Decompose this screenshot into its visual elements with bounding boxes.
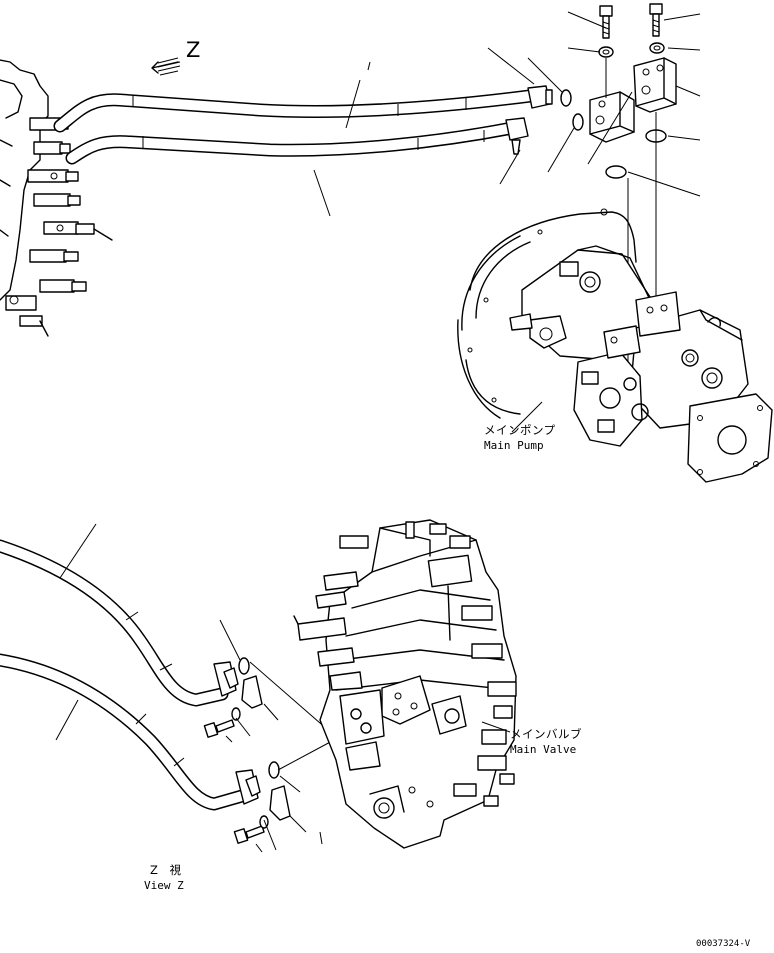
hose-flange-fitting-lower xyxy=(505,117,529,155)
main-pump-label-jp: メインポンプ xyxy=(484,423,556,437)
hose-top-upper xyxy=(53,89,537,133)
bolt xyxy=(649,3,663,37)
o-ring xyxy=(605,165,627,179)
o-ring xyxy=(268,761,280,779)
drawing-number: 00037324-V xyxy=(696,939,751,949)
main-valve-label-jp: メインバルブ xyxy=(510,727,582,741)
split-flange-right xyxy=(633,57,677,113)
view-z-label-jp: Z 視 xyxy=(150,863,186,877)
view-z-arrow-letter: Z xyxy=(186,38,201,62)
bolt xyxy=(233,825,265,844)
hose-flange-fitting-upper xyxy=(527,85,553,109)
view-z-arrow xyxy=(151,57,181,76)
main-pump-leader xyxy=(511,401,543,433)
split-flange-left xyxy=(589,91,635,143)
o-ring xyxy=(572,113,584,131)
o-ring xyxy=(560,89,572,107)
split-flange xyxy=(241,675,263,709)
view-z-label-en: View Z xyxy=(144,879,184,892)
hose-bottom-upper xyxy=(0,539,229,707)
washer xyxy=(653,45,661,51)
hose-flange-fitting-bottom-upper xyxy=(213,661,239,697)
main-valve-leader xyxy=(481,721,511,733)
washer xyxy=(598,46,614,58)
bolt xyxy=(203,719,235,738)
main-valve-label-en: Main Valve xyxy=(510,743,577,756)
split-flange xyxy=(269,785,291,821)
washer xyxy=(231,707,241,721)
bolt xyxy=(599,5,613,39)
hose-bottom-lower xyxy=(0,653,249,811)
washer xyxy=(649,42,665,54)
hose-top-lower xyxy=(65,121,519,165)
o-ring xyxy=(238,657,250,675)
main-valve xyxy=(293,519,517,849)
washer xyxy=(602,49,610,55)
main-pump xyxy=(457,208,773,483)
leader-lines-bottom xyxy=(55,523,335,853)
hose-flange-fitting-bottom-lower xyxy=(235,769,261,805)
main-valve-top-partial xyxy=(0,59,113,337)
main-pump-label-en: Main Pump xyxy=(484,439,544,452)
